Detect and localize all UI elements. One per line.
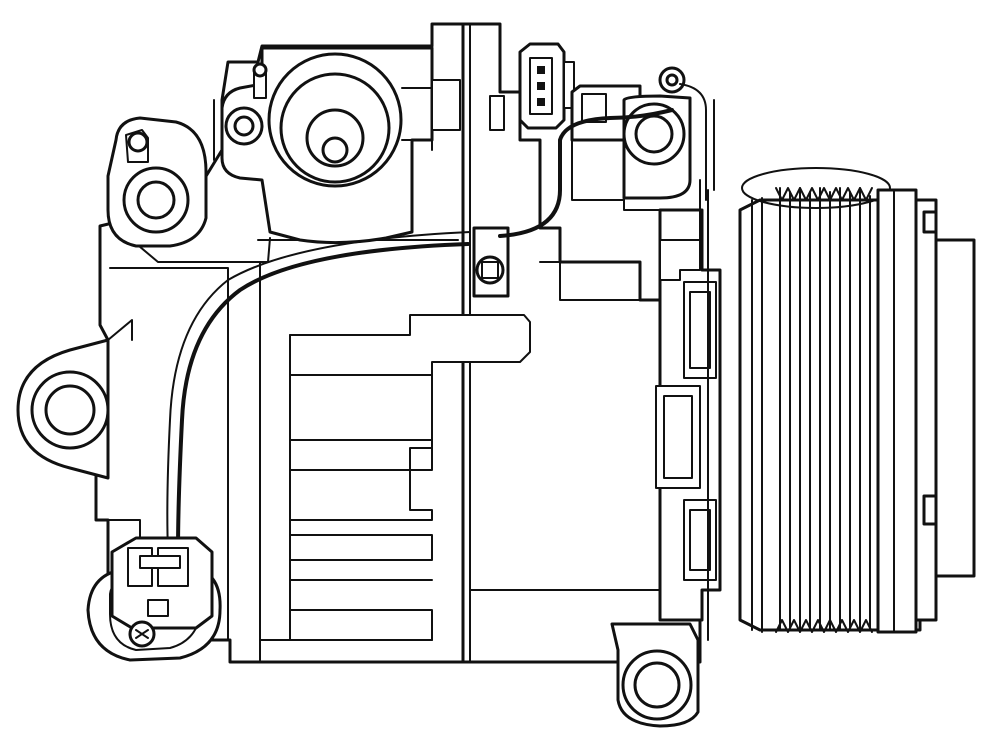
suction-port-flange [108, 118, 206, 246]
clutch-coil-connector [88, 538, 220, 660]
discharge-port-flange [222, 48, 504, 243]
front-head [656, 180, 720, 640]
clutch-hub-plate [916, 200, 974, 620]
pressure-control-valve-connector [520, 44, 574, 128]
front-mounting-ear [612, 624, 698, 726]
compressor-housing [96, 24, 700, 662]
rear-mounting-ear [18, 320, 132, 478]
pulley-grooves [776, 188, 872, 632]
valve-body-bracket [572, 68, 700, 210]
housing-bolt [474, 228, 508, 296]
clutch-harness-wire [167, 232, 470, 552]
sensor-lead-wire [500, 84, 714, 236]
clutch-pulley [740, 168, 920, 632]
